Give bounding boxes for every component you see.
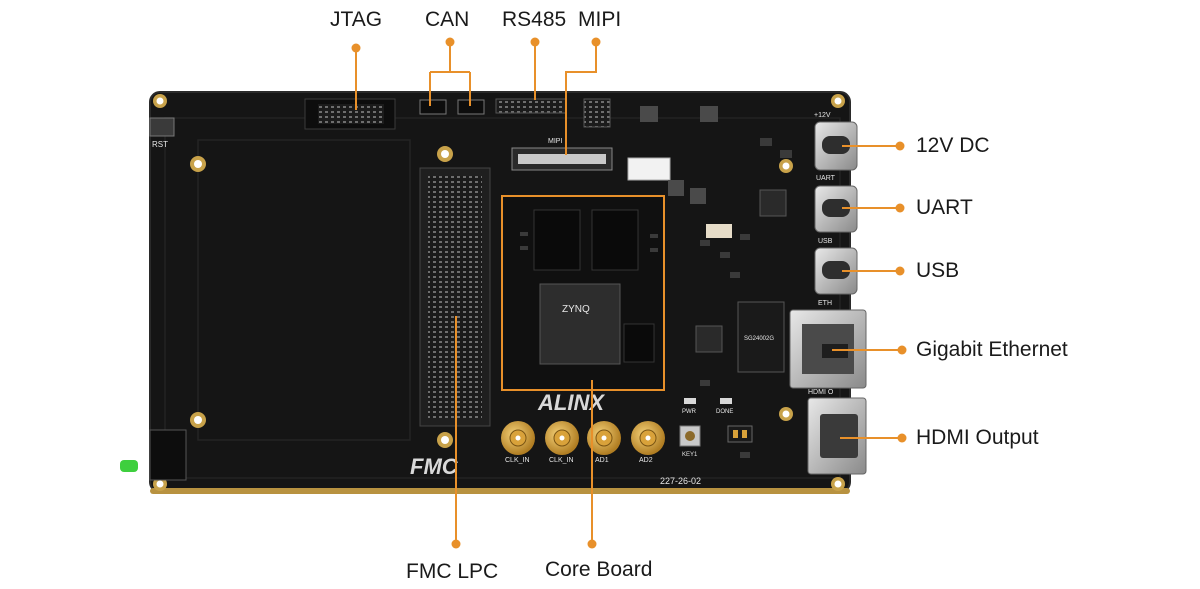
done-silk: DONE: [716, 409, 733, 415]
port-eth-silk: ETH: [818, 300, 832, 307]
inductor-1: [640, 106, 658, 122]
can-header-1: [419, 99, 447, 115]
port-hdmi-socket: [820, 414, 858, 458]
part-number-silk: 227-26-02: [660, 476, 701, 486]
mipi-contacts: [518, 154, 606, 164]
smd-components: [520, 138, 792, 458]
label-can: CAN: [425, 8, 470, 31]
clk-in-2-silk: CLK_IN: [549, 457, 574, 464]
fmc-logo: FMC: [410, 454, 459, 479]
label-uart: UART: [916, 196, 973, 219]
key1-cap: [685, 431, 695, 441]
left-connector: [149, 429, 187, 481]
usb-chip: [759, 189, 787, 217]
dip-switch: [727, 425, 753, 443]
sma-connectors: [501, 421, 665, 455]
pwr-led: [684, 398, 696, 404]
port-uart-socket: [822, 199, 850, 217]
rst-silk: RST: [152, 140, 168, 149]
done-led: [720, 398, 732, 404]
label-mipi: MIPI: [578, 8, 622, 31]
eth-transformer: [737, 301, 785, 373]
callout-dots: [351, 37, 907, 549]
core-chip-small: [623, 323, 655, 363]
label-usb: USB: [916, 259, 960, 282]
callout-mipi-line: [565, 42, 597, 155]
callout-can-line: [429, 42, 471, 106]
ddr-chip-1: [533, 209, 581, 271]
inductor-3: [668, 180, 684, 196]
fmc-area-outline: [197, 139, 411, 441]
port-12v-socket: [822, 136, 850, 154]
label-rs485: RS485: [502, 8, 567, 31]
inductor-4: [690, 188, 706, 204]
zynq-silk: ZYNQ: [562, 304, 590, 315]
dip-switch-lever-1: [733, 430, 738, 438]
alinx-brand: ALINX: [537, 390, 605, 415]
label-hdmi-output: HDMI Output: [916, 426, 1039, 449]
label-fmc-lpc: FMC LPC: [406, 560, 499, 583]
label-12v-dc: 12V DC: [916, 134, 990, 157]
port-12v-silk: +12V: [814, 112, 831, 119]
green-led: [120, 460, 138, 472]
inductor-2: [700, 106, 718, 122]
dip-switch-lever-2: [742, 430, 747, 438]
port-hdmi-silk: HDMI O: [808, 389, 834, 396]
clk-in-1-silk: CLK_IN: [505, 457, 530, 464]
pwr-silk: PWR: [682, 409, 697, 415]
zynq-chip: [539, 283, 621, 365]
jtag-pins: [318, 104, 384, 124]
port-usb-socket: [822, 261, 850, 279]
key1-silk: KEY1: [682, 452, 698, 458]
rst-button: [149, 117, 175, 137]
ad2-silk: AD2: [639, 457, 653, 464]
label-jtag: JTAG: [330, 8, 383, 31]
port-usb-silk: USB: [818, 238, 833, 245]
label-gigabit-ethernet: Gigabit Ethernet: [916, 338, 1068, 361]
io-header: [583, 98, 611, 128]
phy-chip: [695, 325, 723, 353]
fan-connector: [627, 157, 671, 181]
eth-chip-silk: SG24002G: [744, 336, 774, 342]
port-uart-silk: UART: [816, 175, 836, 182]
rs485-header: [495, 98, 567, 114]
ddr-chip-2: [591, 209, 639, 271]
callout-lines: [355, 42, 902, 544]
ad1-silk: AD1: [595, 457, 609, 464]
board-edge-highlight: [150, 488, 850, 494]
label-core-board: Core Board: [545, 558, 653, 581]
white-component: [706, 224, 732, 238]
mipi-silk: MIPI: [548, 138, 562, 145]
